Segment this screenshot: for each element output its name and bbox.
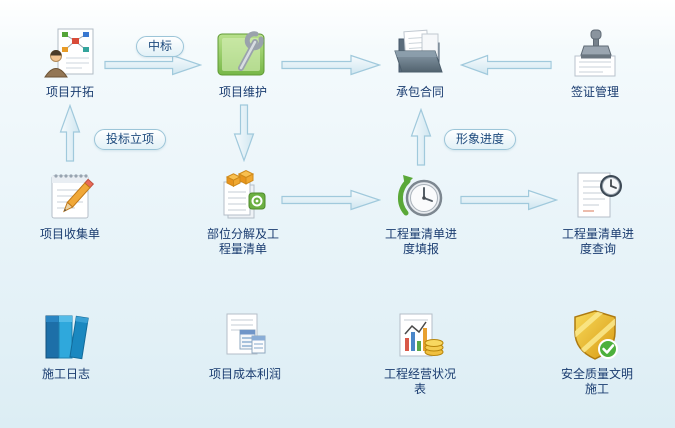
arrow-develop-to-maintain — [104, 54, 202, 76]
node-safety-quality[interactable]: 安全质量文明施工 — [552, 308, 642, 397]
badge-bid-setup: 投标立项 — [94, 129, 167, 150]
arrow-maintain-to-breakdown — [233, 104, 255, 162]
project-develop-icon — [42, 26, 98, 82]
node-label: 工程量清单进度填报 — [384, 227, 457, 256]
chart-coins-icon — [392, 308, 448, 364]
node-label: 安全质量文明施工 — [560, 367, 633, 396]
node-construction-log[interactable]: 施工日志 — [21, 308, 111, 382]
arrow-fill-to-query — [460, 189, 558, 211]
node-label: 工程经营状况表 — [383, 367, 456, 396]
node-visa-manage[interactable]: 签证管理 — [550, 26, 640, 100]
node-operation-status[interactable]: 工程经营状况表 — [375, 308, 465, 397]
cost-sheets-icon — [217, 308, 273, 364]
node-label: 项目成本利润 — [208, 367, 281, 381]
arrow-progress-to-contract — [410, 108, 432, 166]
node-boq-progress-query[interactable]: 工程量清单进度查询 — [553, 168, 643, 257]
clock-refresh-icon — [393, 168, 449, 224]
node-project-cost-profit[interactable]: 项目成本利润 — [200, 308, 290, 382]
books-icon — [38, 308, 94, 364]
node-boq-progress-fill[interactable]: 工程量清单进度填报 — [376, 168, 466, 257]
arrow-maintain-to-contract — [281, 54, 381, 76]
node-label: 项目维护 — [218, 85, 267, 99]
node-label: 部位分解及工程量清单 — [206, 227, 279, 256]
project-maintain-icon — [215, 26, 271, 82]
contract-folder-icon — [392, 26, 448, 82]
badge-visual-progress: 形象进度 — [444, 129, 517, 150]
document-clock-icon — [570, 168, 626, 224]
node-label: 项目开拓 — [45, 85, 94, 99]
node-label: 施工日志 — [41, 367, 90, 381]
node-label: 项目收集单 — [39, 227, 100, 241]
node-project-collect[interactable]: 项目收集单 — [25, 168, 115, 242]
node-project-develop[interactable]: 项目开拓 — [25, 26, 115, 100]
node-project-maintain[interactable]: 项目维护 — [198, 26, 288, 100]
node-label: 签证管理 — [570, 85, 619, 99]
badge-win-bid: 中标 — [136, 36, 185, 57]
node-contract[interactable]: 承包合同 — [375, 26, 465, 100]
node-label: 工程量清单进度查询 — [561, 227, 634, 256]
node-label: 承包合同 — [395, 85, 444, 99]
arrow-collect-to-develop — [59, 104, 81, 162]
notepad-pencil-icon — [42, 168, 98, 224]
stamp-icon — [567, 26, 623, 82]
arrow-breakdown-to-fill — [281, 189, 381, 211]
node-boq-breakdown[interactable]: 部位分解及工程量清单 — [198, 168, 288, 257]
shield-check-icon — [569, 308, 625, 364]
arrow-visa-to-contract — [460, 54, 552, 76]
breakdown-boxes-icon — [215, 168, 271, 224]
